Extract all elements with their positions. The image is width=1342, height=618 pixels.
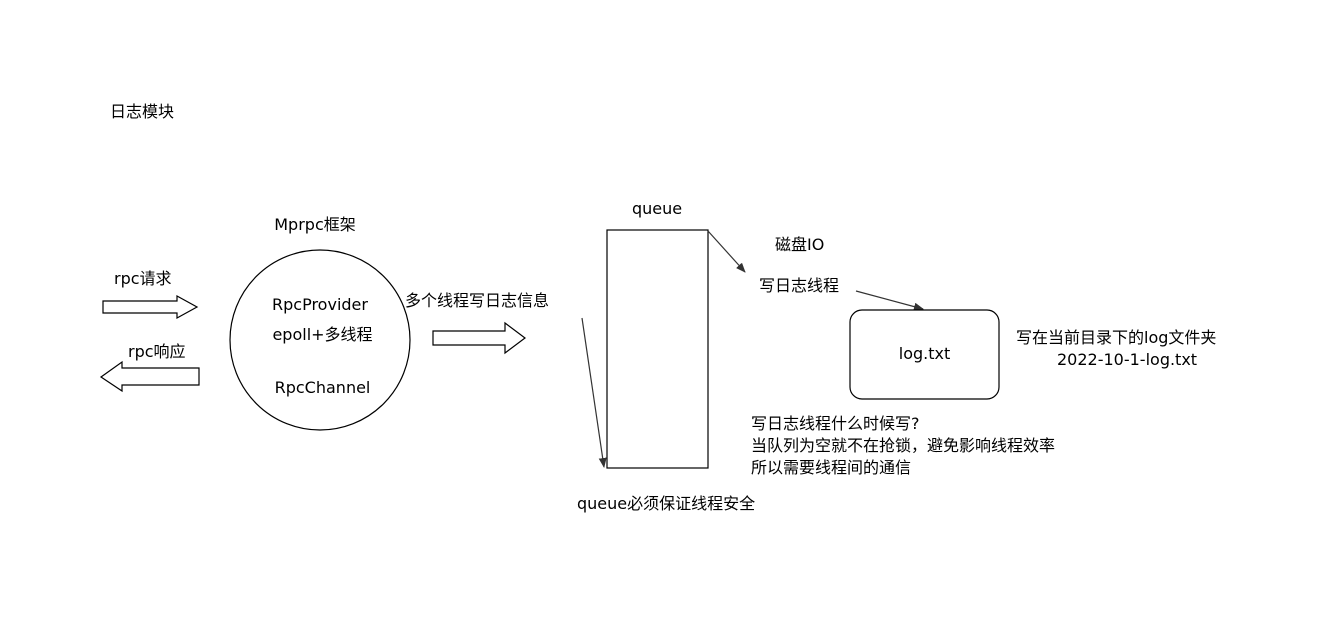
rpc-response-label: rpc响应 <box>128 342 186 361</box>
framework-provider-text: RpcProvider <box>272 295 368 314</box>
queue-safety-note: queue必须保证线程安全 <box>577 494 756 513</box>
log-location-note: 写在当前目录下的log文件夹 <box>1016 328 1217 347</box>
log-file-box <box>849 309 1000 400</box>
framework-channel-text: RpcChannel <box>274 378 371 397</box>
rpc-response-arrow <box>99 360 200 393</box>
writer-to-log-connector <box>855 290 924 311</box>
queue-label: queue <box>632 199 683 218</box>
writer-note-question: 写日志线程什么时候写? <box>751 414 920 433</box>
thread-to-queue-connector <box>581 317 607 468</box>
disk-io-label: 磁盘IO <box>775 235 825 254</box>
framework-epoll-text: epoll+多线程 <box>272 325 373 344</box>
writer-note-empty-queue: 当队列为空就不在抢锁，避免影响线程效率 <box>751 436 1056 455</box>
thread-write-arrow <box>432 321 526 355</box>
queue-to-writer-connector <box>707 230 746 273</box>
diagram-title: 日志模块 <box>110 102 175 121</box>
log-file-label: log.txt <box>898 344 951 363</box>
multi-thread-write-label: 多个线程写日志信息 <box>405 291 550 310</box>
rpc-request-arrow <box>102 294 199 320</box>
log-filename-note: 2022-10-1-log.txt <box>1057 350 1198 369</box>
rpc-request-label: rpc请求 <box>114 269 172 288</box>
queue-box <box>606 229 709 469</box>
writer-thread-label: 写日志线程 <box>759 276 840 295</box>
framework-label: Mprpc框架 <box>274 215 356 234</box>
writer-note-communication: 所以需要线程间的通信 <box>751 458 912 477</box>
framework-circle <box>229 249 411 431</box>
